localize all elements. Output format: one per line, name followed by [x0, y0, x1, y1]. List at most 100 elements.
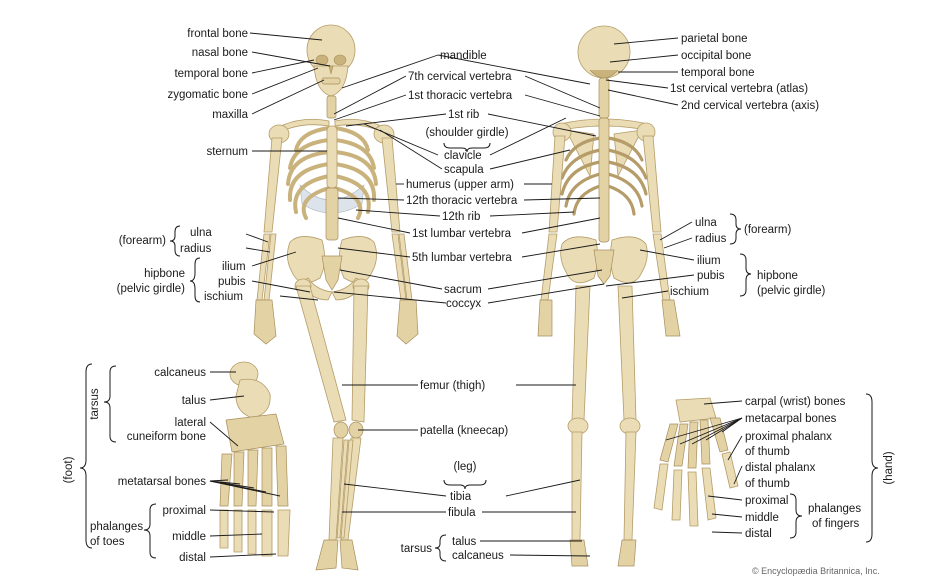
- label-temporal-bone-front: temporal bone: [174, 68, 248, 80]
- label-pelvic-girdle-back: (pelvic girdle): [757, 285, 826, 297]
- label-ischium-back: ischium: [670, 286, 709, 298]
- label-carpal: carpal (wrist) bones: [745, 396, 846, 408]
- label-tibia: tibia: [450, 491, 472, 503]
- front-hand-left: [253, 299, 277, 345]
- back-forearm-left: [540, 233, 558, 301]
- label-shoulder-girdle: (shoulder girdle): [425, 127, 508, 139]
- front-nasal-cavity: [328, 65, 334, 75]
- center-label-group: mandible 7th cervical vertebra 1st thora…: [401, 50, 518, 562]
- label-c7: 7th cervical vertebra: [408, 71, 512, 83]
- label-calcaneus-foot: calcaneus: [154, 367, 206, 379]
- hand-thumb: [721, 451, 739, 489]
- label-tarsus-foot: tarsus: [89, 388, 101, 420]
- label-phalanges-fingers: phalanges: [808, 503, 861, 515]
- front-fibula-left: [336, 439, 349, 539]
- label-talus-center: talus: [452, 536, 477, 548]
- front-orbit-right: [333, 54, 347, 66]
- label-l5: 5th lumbar vertebra: [412, 252, 512, 264]
- back-hand-right: [661, 299, 681, 337]
- label-pubis-front: pubis: [218, 276, 246, 288]
- label-ilium-front: ilium: [222, 261, 246, 273]
- foot-label-group: tarsus (foot) calcaneus talus lateral cu…: [63, 367, 206, 564]
- label-rib12: 12th rib: [442, 211, 480, 223]
- label-cuneiform: cuneiform bone: [127, 431, 206, 443]
- foot-metatarsal-3: [247, 449, 259, 507]
- label-foot: (foot): [63, 456, 75, 483]
- label-radius-front: radius: [180, 243, 212, 255]
- front-foot-left: [315, 539, 339, 571]
- label-pubis-back: pubis: [697, 270, 725, 282]
- label-maxilla: maxilla: [212, 109, 248, 121]
- hand-detail: [653, 397, 739, 527]
- front-hand-right: [396, 299, 419, 345]
- label-hipbone-back: hipbone: [757, 270, 798, 282]
- back-humerus-right: [642, 135, 662, 233]
- label-calcaneus-center: calcaneus: [452, 550, 504, 562]
- braces: [79, 142, 879, 562]
- label-middle-finger: middle: [745, 512, 779, 524]
- label-tarsus-center: tarsus: [401, 543, 433, 555]
- back-foot-left: [569, 539, 589, 567]
- back-label-group: parietal bone occipital bone temporal bo…: [670, 33, 826, 298]
- front-femur-right: [351, 285, 369, 423]
- back-skull-base: [589, 69, 619, 79]
- label-lateral: lateral: [175, 417, 206, 429]
- front-humerus-right: [381, 137, 401, 233]
- front-femur-left: [295, 285, 347, 423]
- back-tibia-left: [571, 431, 583, 541]
- front-lumbar-spine: [325, 187, 339, 241]
- back-hand-left: [537, 299, 553, 337]
- label-t12: 12th thoracic vertebra: [406, 195, 518, 207]
- leader-lines: [209, 32, 743, 558]
- label-of-fingers: of fingers: [812, 518, 860, 530]
- label-frontal-bone: frontal bone: [187, 28, 248, 40]
- label-distal-toe: distal: [179, 552, 206, 564]
- back-femur-right: [617, 285, 637, 421]
- back-foot-right: [617, 539, 637, 567]
- back-sacrum: [593, 249, 615, 285]
- foot-metatarsal-5: [275, 445, 289, 507]
- label-coccyx: coccyx: [446, 298, 481, 310]
- hand-metacarpal-3: [687, 421, 699, 469]
- label-axis: 2nd cervical vertebra (axis): [681, 100, 819, 112]
- label-parietal-bone: parietal bone: [681, 33, 748, 45]
- hand-finger-2: [671, 469, 683, 521]
- back-ilium-left: [560, 236, 598, 284]
- label-ischium-front: ischium: [204, 291, 243, 303]
- hand-finger-4: [701, 467, 717, 521]
- front-costal-cartilage: [299, 184, 365, 214]
- back-skeleton: [537, 25, 681, 567]
- label-proximal-finger: proximal: [745, 495, 788, 507]
- back-humerus-left: [548, 135, 566, 233]
- label-rib1: 1st rib: [448, 109, 479, 121]
- front-patella-left: [333, 421, 349, 439]
- back-cervical-spine: [598, 77, 610, 119]
- label-leg: (leg): [453, 461, 476, 473]
- label-prox-thumb-2: of thumb: [745, 446, 790, 458]
- label-radius-back: radius: [695, 233, 727, 245]
- hand-metacarpal-4: [699, 419, 711, 465]
- front-foot-right: [339, 539, 359, 571]
- credit-text: © Encyclopædia Britannica, Inc.: [752, 566, 880, 576]
- front-cervical-spine: [326, 95, 337, 119]
- front-ilium-left: [287, 236, 325, 284]
- label-talus-foot: talus: [182, 395, 207, 407]
- foot-metatarsal-4: [261, 447, 273, 507]
- label-temporal-bone-back: temporal bone: [681, 67, 755, 79]
- back-spine: [598, 117, 610, 243]
- hand-thumb-metacarpal: [709, 417, 729, 453]
- label-proximal-toe: proximal: [163, 505, 206, 517]
- label-fibula: fibula: [448, 507, 476, 519]
- foot-toe-4: [261, 509, 273, 557]
- foot-talus: [235, 378, 271, 419]
- foot-tarsals: [225, 413, 285, 453]
- label-distal-finger: distal: [745, 528, 772, 540]
- foot-metatarsal-2: [233, 451, 245, 507]
- label-forearm-back: (forearm): [744, 224, 791, 236]
- label-pelvic-girdle-front: (pelvic girdle): [117, 283, 186, 295]
- foot-toe-1: [219, 509, 229, 549]
- label-phalanges-toes: phalanges: [90, 521, 143, 533]
- label-dist-thumb-1: distal phalanx: [745, 462, 816, 474]
- label-metacarpal: metacarpal bones: [745, 413, 837, 425]
